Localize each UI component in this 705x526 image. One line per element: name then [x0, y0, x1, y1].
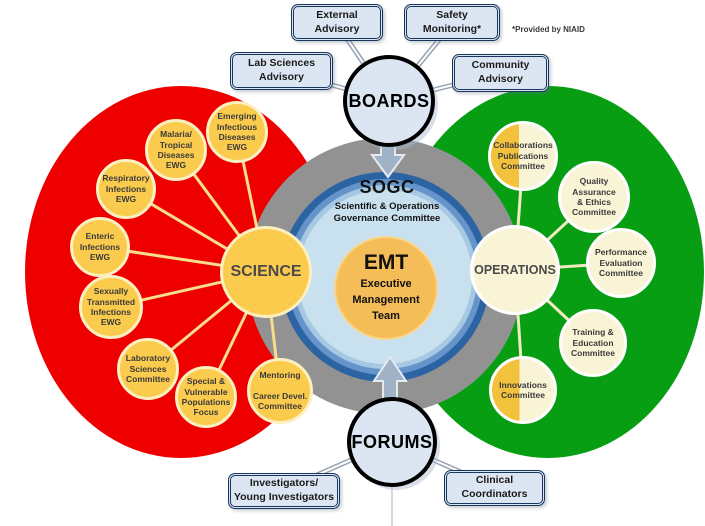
community-advisory-box: Community Advisory	[452, 54, 549, 92]
forums-hub-label: FORUMS	[351, 431, 433, 452]
emt-circle: EMT Executive Management Team	[334, 236, 438, 340]
operations-hub-label: OPERATIONS	[474, 263, 556, 277]
bubble-laboratory-sciences: Laboratory Sciences Committee	[117, 338, 179, 400]
clinical-coordinators-box: Clinical Coordinators	[444, 470, 545, 506]
forums-hub: FORUMS	[347, 397, 437, 487]
lab-sciences-advisory-box: Lab Sciences Advisory	[230, 52, 333, 90]
emt-title: EMT	[363, 251, 409, 275]
ewg-bubble-enteric: Enteric Infections EWG	[70, 217, 130, 277]
operations-hub: OPERATIONS	[470, 225, 560, 315]
niaid-footnote: *Provided by NIAID	[512, 25, 585, 34]
boards-hub-label: BOARDS	[348, 90, 430, 111]
investigators-forum-box: Investigators/ Young Investigators	[228, 473, 340, 509]
ewg-bubble-sexually-transmitted: Sexually Transmitted Infections EWG	[79, 275, 143, 339]
bubble-training-education: Training & Education Committee	[559, 309, 627, 377]
sogc-label: SOGC Scientific & Operations Governance …	[301, 177, 473, 226]
bubble-mentoring-career-devel: Mentoring Career Devel. Committee	[247, 358, 313, 424]
bubble-collaborations-publications: Collaborations Publications Committee	[488, 121, 558, 191]
science-hub: SCIENCE	[220, 226, 312, 318]
bubble-performance-evaluation: Performance Evaluation Committee	[586, 228, 656, 298]
emt-subtitle: Executive Management Team	[352, 278, 420, 322]
bubble-quality-assurance-ethics: Quality Assurance & Ethics Committee	[558, 161, 630, 233]
science-hub-label: SCIENCE	[230, 263, 302, 280]
ewg-bubble-respiratory: Respiratory Infections EWG	[96, 159, 156, 219]
bubble-innovations: Innovations Committee	[489, 356, 557, 424]
sogc-title: SOGC	[359, 177, 415, 197]
sogc-subtitle: Scientific & Operations Governance Commi…	[333, 201, 441, 225]
ewg-bubble-emerging-infectious: Emerging Infectious Diseases EWG	[206, 101, 268, 163]
safety-monitoring-box: Safety Monitoring*	[404, 4, 500, 41]
bubble-special-vulnerable-populations: Special & Vulnerable Populations Focus	[175, 366, 237, 428]
ewg-bubble-malaria-tropical: Malaria/ Tropical Diseases EWG	[145, 119, 207, 181]
external-advisory-box: External Advisory	[291, 4, 383, 41]
boards-hub: BOARDS	[343, 55, 435, 147]
